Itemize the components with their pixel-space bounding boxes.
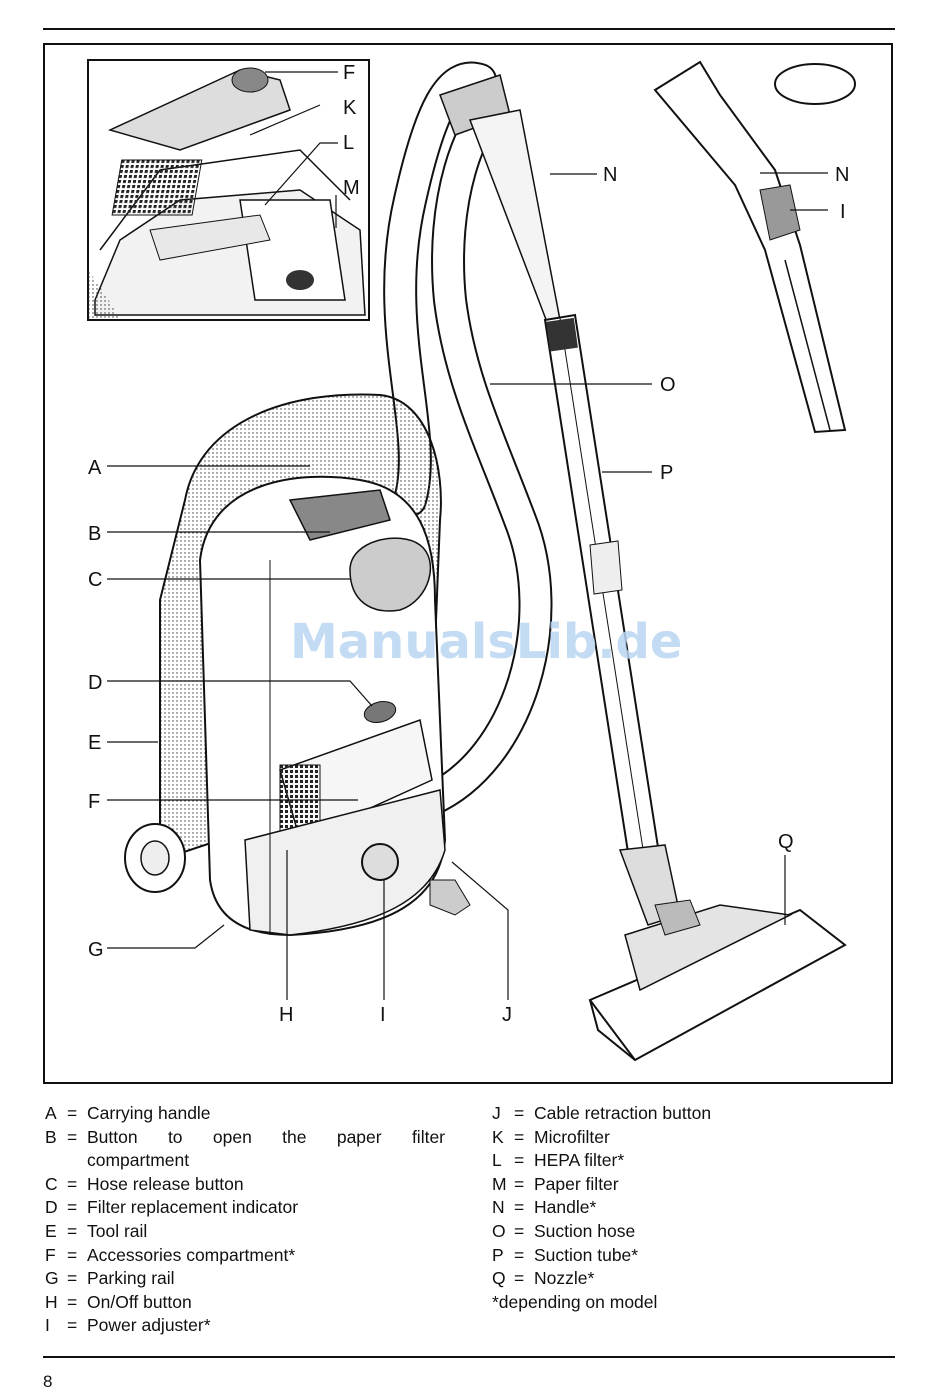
vacuum-diagram: ManualsLib.de F K L M N O P N I Q A [87,59,856,1062]
legend-item: D=Filter replacement indicator [45,1197,299,1218]
callout-c: C [88,569,102,591]
callout-labels: F K L M N O P N I Q A B C D E F G H I J [88,62,849,1026]
callout-h: H [279,1004,293,1026]
legend-item: F=Accessories compartment* [45,1244,296,1265]
legend-item: M=Paper filter [492,1173,619,1194]
legend-item: A=Carrying handle [45,1103,211,1123]
vacuum-body [124,393,471,937]
legend-item: H=On/Off button [45,1291,192,1312]
callout-e: E [88,732,101,754]
legend-item: G=Parking rail [45,1268,175,1289]
callout-m: M [343,177,360,199]
nozzle [588,899,847,1062]
callout-b: B [88,523,101,545]
callout-f-inset: F [343,62,355,84]
legend-item: Q=Nozzle* [492,1268,595,1289]
legend-right: J=Cable retraction button K=Microfilter … [492,1102,892,1314]
legend-item: I=Power adjuster* [45,1315,211,1336]
callout-j: J [502,1004,512,1026]
legend-item: J=Cable retraction button [492,1103,712,1123]
callout-n: N [603,164,617,186]
handle-detail [653,60,856,434]
callout-g: G [88,939,104,961]
diagram-frame [43,43,893,1084]
callout-k: K [343,97,357,119]
callout-n-detail: N [835,164,849,186]
inset-detail [87,59,370,321]
leader-lines [107,71,828,1000]
legend-item: L=HEPA filter* [492,1150,625,1171]
callout-f: F [88,791,100,813]
bottom-rule [43,1356,895,1358]
callout-i-detail: I [840,201,846,223]
callout-o: O [660,374,676,396]
callout-q: Q [778,831,794,853]
legend-item: E=Tool rail [45,1220,148,1241]
legend-item-continuation: compartment [87,1150,190,1171]
callout-i: I [380,1004,386,1026]
watermark: ManualsLib.de [290,614,682,670]
callout-l: L [343,132,354,154]
callout-p: P [660,462,673,484]
legend-item: B=Button to open the paper filter [45,1126,445,1147]
legend-item: N=Handle* [492,1197,597,1218]
legend-item: O=Suction hose [492,1220,636,1241]
legend-item: C=Hose release button [45,1173,244,1194]
legend-item: P=Suction tube* [492,1244,639,1265]
legend-item: K=Microfilter [492,1126,610,1147]
footnote: *depending on model [492,1291,658,1312]
top-rule [43,28,895,30]
callout-d: D [88,672,102,694]
page-number: 8 [43,1372,53,1391]
callout-a: A [88,457,102,479]
legend-left: A=Carrying handle B=Button to open the p… [45,1102,445,1338]
